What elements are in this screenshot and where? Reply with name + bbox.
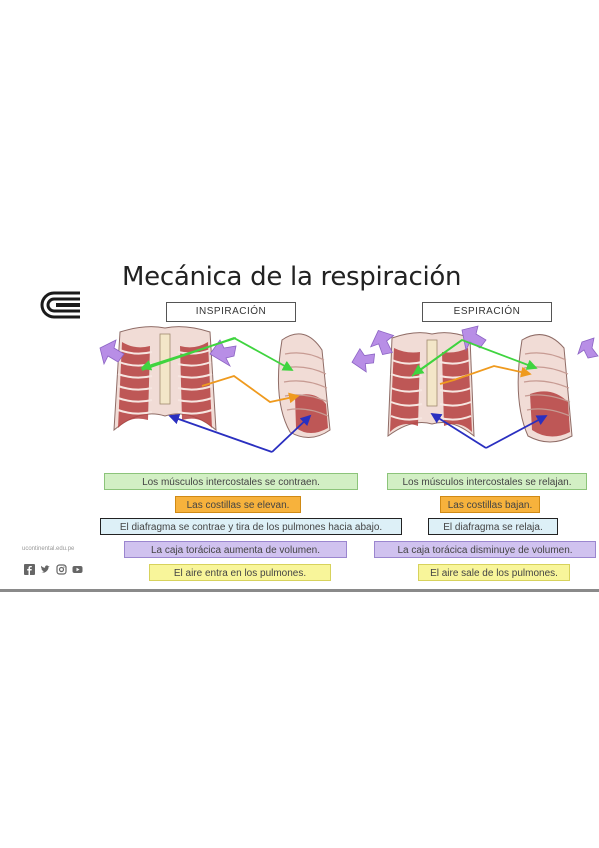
orange-arrows	[201, 365, 532, 404]
ribcage-side-inspiracion	[277, 333, 331, 438]
label-insp-costillas: Las costillas se elevan.	[175, 496, 301, 513]
instagram-icon[interactable]	[56, 562, 67, 575]
label-esp-diafragma: El diafragma se relaja.	[428, 518, 558, 535]
label-esp-intercostales: Los músculos intercostales se relajan.	[387, 473, 587, 490]
slide-title: Mecánica de la respiración	[122, 262, 462, 292]
header-inspiracion: INSPIRACIÓN	[166, 302, 296, 322]
blue-arrows	[168, 413, 548, 453]
website-link[interactable]: ucontinental.edu.pe	[22, 546, 75, 552]
label-insp-aire: El aire entra en los pulmones.	[149, 564, 331, 581]
slide-bottom-border	[0, 589, 599, 592]
ribcage-front-espiracion	[387, 332, 475, 438]
social-links	[24, 562, 83, 575]
label-insp-diafragma: El diafragma se contrae y tira de los pu…	[100, 518, 402, 535]
label-esp-volumen: La caja torácica disminuye de volumen.	[374, 541, 596, 558]
breathing-diagram	[99, 325, 599, 453]
facebook-icon[interactable]	[24, 562, 35, 575]
youtube-icon[interactable]	[72, 562, 83, 573]
movement-arrows	[99, 325, 599, 373]
label-insp-volumen: La caja torácica aumenta de volumen.	[124, 541, 347, 558]
university-logo	[40, 291, 80, 319]
header-espiracion: ESPIRACIÓN	[422, 302, 552, 322]
green-arrows	[140, 337, 538, 377]
label-esp-costillas: Las costillas bajan.	[440, 496, 540, 513]
twitter-icon[interactable]	[40, 562, 51, 573]
label-insp-intercostales: Los músculos intercostales se contraen.	[104, 473, 358, 490]
ribcage-front-inspiracion	[113, 326, 217, 432]
label-esp-aire: El aire sale de los pulmones.	[418, 564, 570, 581]
